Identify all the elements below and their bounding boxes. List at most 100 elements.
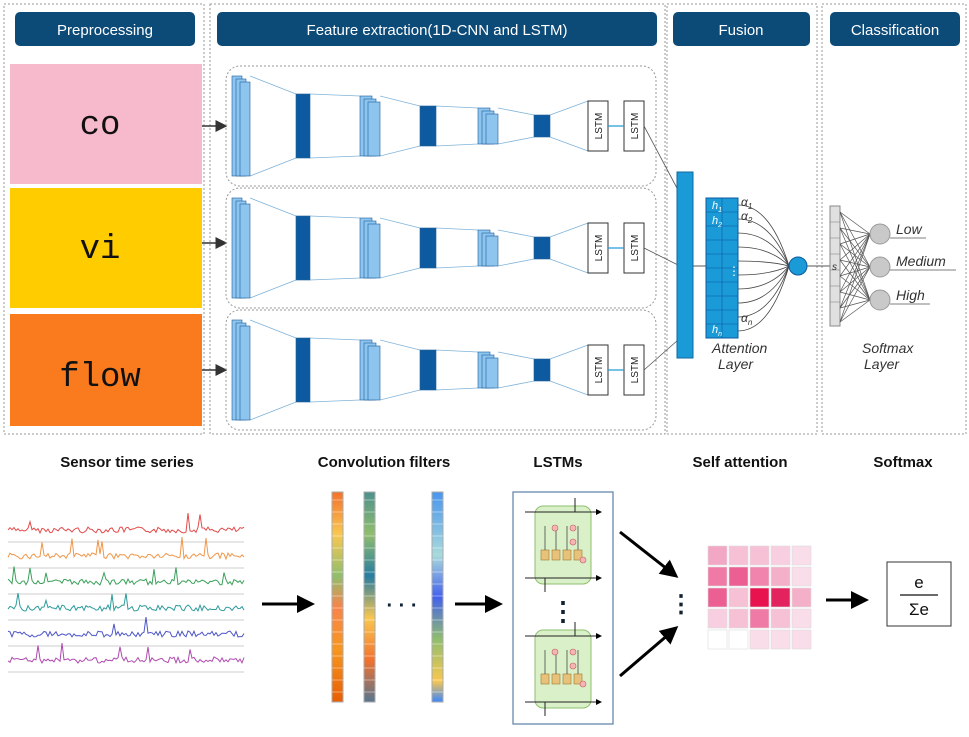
lstm-label: LSTM	[594, 113, 605, 140]
heatmap-cell	[770, 608, 791, 629]
lstm-box: LSTM	[587, 222, 609, 274]
attention-weight-line	[737, 265, 790, 304]
heatmap-cell	[728, 545, 749, 566]
conv-filter-2	[363, 491, 376, 703]
heatmap-cell	[791, 545, 812, 566]
branch-vi: LSTM LSTM	[225, 187, 679, 309]
lstm-to-attention-arrows	[619, 530, 679, 678]
fusion-frame	[666, 3, 818, 435]
conv-filter-1	[331, 491, 344, 703]
branch-frame	[225, 187, 657, 309]
input-vi-label: vi	[80, 231, 121, 269]
lstm-label: LSTM	[594, 357, 605, 384]
heatmap-cell	[749, 629, 770, 650]
conv-block	[367, 101, 381, 157]
input-flow-label: flow	[59, 359, 141, 397]
self-attention-heatmap	[707, 545, 812, 650]
heatmap-cell	[707, 566, 728, 587]
h2-label: h2	[712, 215, 722, 229]
heatmap-cell	[707, 608, 728, 629]
label-convolution-filters: Convolution filters	[318, 454, 451, 471]
class-label-high: High	[896, 287, 925, 303]
lstm-box: LSTM	[623, 100, 645, 152]
conv-block	[485, 113, 499, 145]
heatmap-cell	[728, 587, 749, 608]
cnn-lstm-branches: LSTM LSTM LSTM LSTM LSTM LSTM	[225, 65, 679, 431]
conv-filter-3	[431, 491, 444, 703]
lstm-box: LSTM	[623, 222, 645, 274]
heatmap-cell	[791, 587, 812, 608]
heatmap-cell	[749, 608, 770, 629]
heatmap-cell	[728, 608, 749, 629]
heatmap-cell	[791, 608, 812, 629]
class-node-high	[869, 289, 891, 311]
sensor-signal-line	[7, 643, 245, 665]
lstm-label: LSTM	[630, 235, 641, 262]
conv-block	[485, 357, 499, 389]
heatmap-cell	[728, 566, 749, 587]
alpha2-label: α2	[741, 209, 753, 225]
heatmap-cell	[749, 587, 770, 608]
conv-block	[419, 227, 437, 269]
softmax-caption-line1: Softmax	[862, 340, 914, 356]
sensor-signal-line	[7, 537, 245, 561]
heatmap-cell	[770, 587, 791, 608]
softmax-layer: s Low Medium High Softmax Layer	[829, 205, 956, 372]
heatmap-cell	[728, 629, 749, 650]
lstm-label: LSTM	[594, 235, 605, 262]
sensor-signal-line	[7, 593, 245, 613]
heatmap-cell	[749, 566, 770, 587]
header-preprocessing-label: Preprocessing	[57, 22, 153, 39]
header-fusion-label: Fusion	[718, 22, 763, 39]
conv-block	[239, 325, 251, 421]
fusion-block: h1 h2 hn ⋮ α1 α2 αn Attention Layer	[676, 171, 831, 372]
sensor-signal-line	[7, 617, 245, 639]
label-self-attention: Self attention	[692, 454, 787, 471]
conv-block	[295, 93, 311, 159]
attention-weight-line	[737, 260, 790, 267]
heatmap-cell	[791, 566, 812, 587]
attention-weight-line	[737, 265, 790, 290]
class-label-low: Low	[896, 221, 923, 237]
header-fusion: Fusion	[673, 12, 810, 46]
input-co: co	[10, 64, 202, 184]
header-classification-label: Classification	[851, 22, 939, 39]
section-frames	[3, 3, 967, 435]
formula-denominator: Σe	[909, 600, 929, 619]
preprocessing-frame	[3, 3, 205, 435]
attention-weight-line	[737, 246, 790, 267]
s-label: s	[832, 262, 837, 273]
lstm-label: LSTM	[630, 357, 641, 384]
class-node-medium	[869, 256, 891, 278]
lstms-panel: ⋮	[512, 491, 614, 725]
conv-block	[533, 114, 551, 138]
attention-vdots: ⋮	[669, 591, 693, 618]
header-preprocessing: Preprocessing	[15, 12, 195, 46]
conv-ellipsis: · · ·	[386, 595, 417, 617]
heatmap-cell	[791, 629, 812, 650]
heatmap-cell	[770, 566, 791, 587]
attention-caption-line1: Attention	[711, 340, 767, 356]
conv-block	[295, 337, 311, 403]
convolution-filters: · · ·	[331, 491, 444, 703]
heatmap-cell	[707, 545, 728, 566]
heatmap-cell	[770, 629, 791, 650]
alpha1-label: α1	[741, 195, 752, 211]
concat-vector	[676, 171, 694, 359]
label-lstms: LSTMs	[533, 454, 582, 471]
heatmap-cell	[707, 587, 728, 608]
branch-co: LSTM LSTM	[225, 65, 679, 191]
formula-numerator: e	[914, 573, 923, 592]
softmax-caption-line2: Layer	[864, 356, 900, 372]
branch-frame	[225, 309, 657, 431]
heatmap-cell	[749, 545, 770, 566]
lstm-label: LSTM	[630, 113, 641, 140]
input-flow: flow	[10, 314, 202, 426]
conv-block	[367, 223, 381, 279]
lstm-box: LSTM	[587, 344, 609, 396]
conv-block	[367, 345, 381, 401]
lstm-vdots: ⋮	[550, 596, 576, 626]
attention-weight-line	[737, 265, 790, 318]
header-feature-extraction-label: Feature extraction(1D-CNN and LSTM)	[307, 22, 568, 39]
